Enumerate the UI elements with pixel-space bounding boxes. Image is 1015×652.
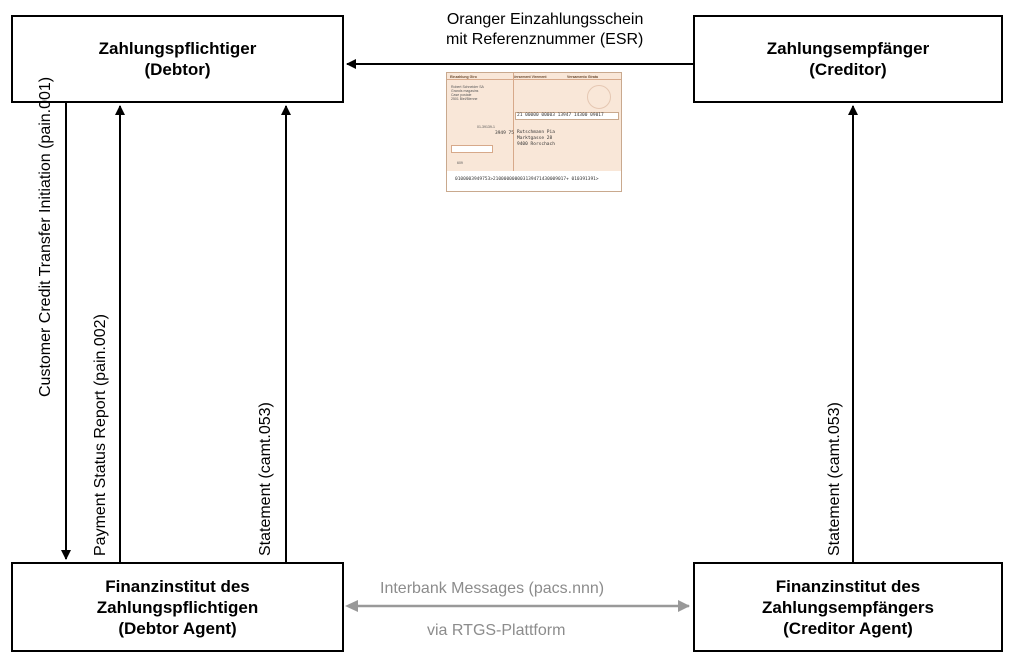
esr-header-left: Einzahlung Giro bbox=[450, 75, 477, 79]
camt053-creditor-label: Statement (camt.053) bbox=[826, 402, 843, 556]
esr-label: Oranger Einzahlungsschein mit Referenznu… bbox=[446, 10, 643, 50]
esr-column-divider bbox=[513, 73, 514, 173]
esr-recipient-line1: Robert Schneider SA bbox=[451, 85, 484, 89]
esr-payer-line2: Marktgasse 28 bbox=[517, 136, 553, 141]
esr-account: 01-39139-1 bbox=[477, 125, 495, 129]
creditor-subtitle: (Creditor) bbox=[809, 60, 887, 79]
creditor-agent-line3: (Creditor Agent) bbox=[783, 618, 913, 638]
debtor-box: Zahlungspflichtiger (Debtor) bbox=[11, 15, 344, 103]
esr-reference-number: 21 00000 00003 13947 14300 09017 bbox=[517, 113, 604, 118]
debtor-agent-line2: Zahlungspflichtigen bbox=[96, 597, 259, 617]
esr-stamp-circle bbox=[587, 85, 611, 109]
esr-amount-cells bbox=[451, 145, 493, 153]
interbank-arrowhead-left bbox=[345, 600, 358, 612]
esr-label-line1: Oranger Einzahlungsschein bbox=[446, 11, 644, 28]
esr-label-line2: mit Referenznummer (ESR) bbox=[446, 31, 644, 48]
pain002-label: Payment Status Report (pain.002) bbox=[92, 314, 109, 556]
debtor-title: Zahlungspflichtiger bbox=[98, 39, 257, 58]
esr-coding-line: 0100003949753>21000000000313947143000901… bbox=[455, 177, 599, 182]
debtor-subtitle: (Debtor) bbox=[144, 60, 211, 79]
creditor-title: Zahlungsempfänger bbox=[766, 39, 930, 58]
debtor-agent-line1: Finanzinstitut des bbox=[105, 576, 250, 596]
esr-header-mid: Versement Virement bbox=[513, 75, 547, 79]
esr-header-right: Versamento Girata bbox=[567, 75, 598, 79]
esr-type-label: 609 bbox=[457, 161, 463, 165]
interbank-label: Interbank Messages (pacs.nnn) bbox=[380, 580, 605, 597]
creditor-agent-line1: Finanzinstitut des bbox=[775, 576, 921, 596]
esr-reference-box bbox=[515, 112, 619, 120]
debtor-agent-line3: (Debtor Agent) bbox=[118, 618, 237, 638]
rtgs-label: via RTGS-Plattform bbox=[427, 622, 566, 639]
esr-header-divider bbox=[447, 79, 621, 80]
pain001-label: Customer Credit Transfer Initiation (pai… bbox=[37, 76, 54, 397]
debtor-agent-box: Finanzinstitut des Zahlungspflichtigen (… bbox=[11, 562, 344, 652]
creditor-box: Zahlungsempfänger (Creditor) bbox=[693, 15, 1003, 103]
esr-amount: 3949 75 bbox=[495, 131, 514, 136]
esr-coding-strip bbox=[447, 171, 621, 191]
esr-recipient-line2: Grands magasins bbox=[451, 89, 479, 93]
esr-payment-slip: Einzahlung Giro Versement Virement Versa… bbox=[446, 72, 622, 192]
creditor-agent-box: Finanzinstitut des Zahlungsempfängers (C… bbox=[693, 562, 1003, 652]
esr-recipient-line3: Case postale bbox=[451, 93, 472, 97]
esr-recipient-line4: 2501 Biel/Bienne bbox=[451, 97, 478, 101]
esr-payer-line3: 9400 Rorschach bbox=[517, 142, 555, 147]
creditor-agent-line2: Zahlungsempfängers bbox=[762, 597, 934, 617]
esr-payer-line1: Rutschmann Pia bbox=[517, 130, 555, 135]
camt053-debtor-label: Statement (camt.053) bbox=[257, 402, 274, 556]
